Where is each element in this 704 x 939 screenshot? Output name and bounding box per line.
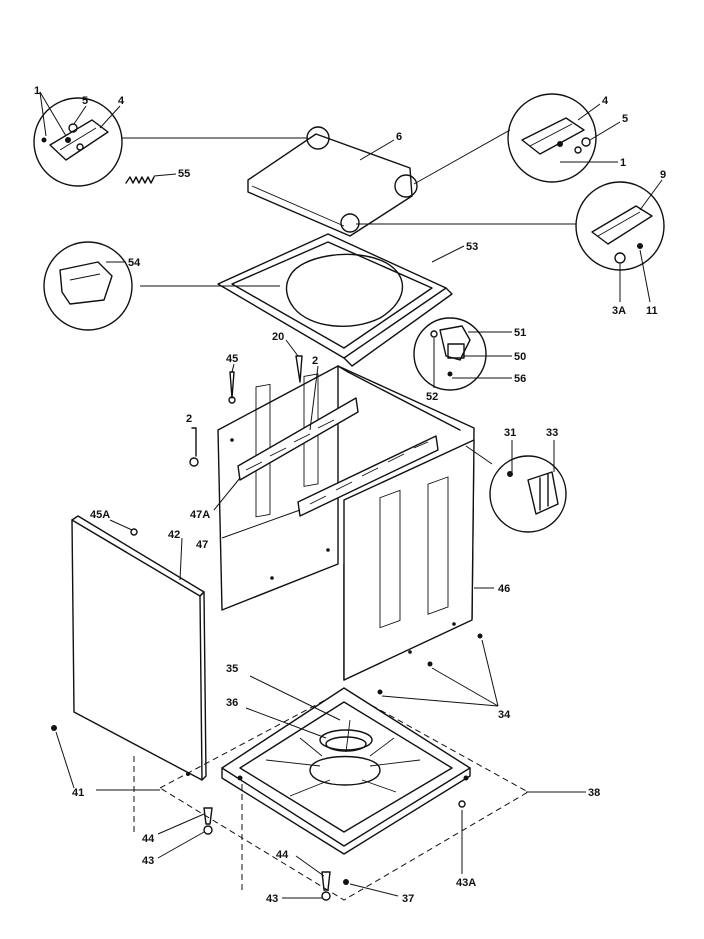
callout-47a: 47A xyxy=(190,509,210,521)
callout-45a: 45A xyxy=(90,509,110,521)
callout-3a: 3A xyxy=(612,305,626,317)
callout-38: 38 xyxy=(588,787,600,799)
detail-circle-right xyxy=(575,179,665,303)
callout-47: 47 xyxy=(196,539,208,551)
callout-52: 52 xyxy=(426,391,438,403)
callout-43-left: 43 xyxy=(142,855,154,867)
callout-9: 9 xyxy=(660,169,666,181)
callout-43a: 43A xyxy=(456,877,476,889)
callout-54: 54 xyxy=(128,257,141,269)
base-part xyxy=(158,675,586,901)
foot-43a xyxy=(458,800,466,874)
callout-4: 4 xyxy=(118,95,125,107)
leader-to-lid-right xyxy=(413,129,511,185)
screws-34 xyxy=(377,633,499,707)
brace-47a xyxy=(237,397,359,481)
front-panel xyxy=(71,515,207,832)
leader-47a xyxy=(213,477,241,511)
callout-33: 33 xyxy=(546,427,558,439)
callout-42: 42 xyxy=(168,529,180,541)
screw-20 xyxy=(285,339,303,383)
callout-44-center: 44 xyxy=(276,849,289,861)
callout-55: 55 xyxy=(178,168,190,180)
callout-56: 56 xyxy=(514,373,526,385)
brace-47 xyxy=(221,435,439,539)
callout-45: 45 xyxy=(226,353,238,365)
callout-11: 11 xyxy=(646,305,658,317)
screw-2-left xyxy=(189,427,199,467)
callout-51: 51 xyxy=(514,327,526,339)
screw-41 xyxy=(51,725,160,791)
leader-to-bracket xyxy=(465,445,493,465)
callout-2-left: 2 xyxy=(186,413,192,425)
callout-2-top: 2 xyxy=(312,355,318,367)
detail-circle-top-left xyxy=(33,91,123,187)
callout-43-center: 43 xyxy=(266,893,278,905)
callout-50: 50 xyxy=(514,351,526,363)
callout-20: 20 xyxy=(272,331,284,343)
callout-31: 31 xyxy=(504,427,516,439)
callout-4-right: 4 xyxy=(602,95,609,107)
callout-5-right: 5 xyxy=(622,113,628,125)
callout-53: 53 xyxy=(466,241,478,253)
callout-44-left: 44 xyxy=(142,833,155,845)
callout-34: 34 xyxy=(498,709,511,721)
foot-left xyxy=(157,807,213,859)
detail-circle-left xyxy=(43,241,133,331)
switch-detail-circle xyxy=(413,317,512,391)
top-cover-part xyxy=(217,233,465,367)
right-side-panel xyxy=(343,439,494,681)
bracket-detail-circle xyxy=(489,440,567,533)
callout-46: 46 xyxy=(498,583,510,595)
foot-center xyxy=(282,855,399,901)
callout-labels: 1 5 4 6 55 4 5 1 9 54 53 3A 11 51 20 50 … xyxy=(34,85,666,905)
lid-part xyxy=(247,126,418,237)
leader-2-right xyxy=(309,365,319,431)
callout-1-right: 1 xyxy=(620,157,626,169)
callout-5: 5 xyxy=(82,95,88,107)
spring-part xyxy=(125,173,177,184)
callout-41: 41 xyxy=(72,787,84,799)
callout-36: 36 xyxy=(226,697,238,709)
callout-6: 6 xyxy=(396,131,402,143)
callout-35: 35 xyxy=(226,663,238,675)
screw-45 xyxy=(228,363,236,404)
callout-37: 37 xyxy=(402,893,414,905)
callout-1: 1 xyxy=(34,85,40,97)
detail-circle-top-right xyxy=(507,93,621,183)
